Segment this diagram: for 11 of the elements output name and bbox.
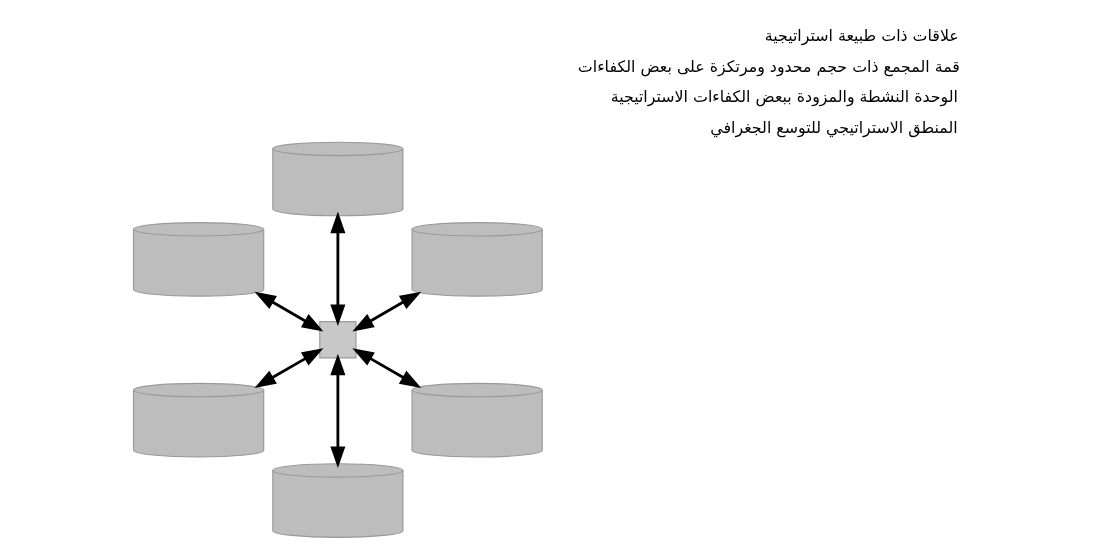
arrow <box>254 291 323 332</box>
arrow <box>329 353 345 468</box>
legend-label: قمة المجمع ذات حجم محدود ومرتكزة على بعض الكفاءات <box>577 56 960 76</box>
legend-label: علاقات ذات طبيعة استراتيجية <box>764 26 959 46</box>
legend-label: الوحدة النشطة والمزودة ببعض الكفاءات الاستراتيجية <box>610 87 958 107</box>
arrow <box>351 348 421 388</box>
arrow <box>351 291 421 332</box>
arrow <box>253 348 323 388</box>
node-box <box>318 321 357 359</box>
arrow <box>329 211 345 326</box>
legend-label: المنطق الاستراتيجي للتوسع الجغرافي <box>709 117 958 137</box>
